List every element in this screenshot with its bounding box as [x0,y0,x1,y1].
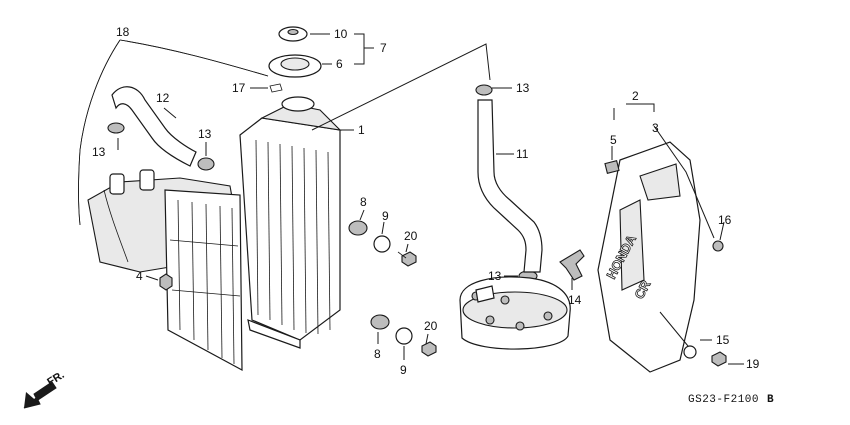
shroud-cushion [604,160,620,174]
callout-19: 19 [746,357,760,371]
callout-9-upper: 9 [382,209,389,223]
drawing-code: GS23-F2100 B [688,394,774,406]
callout-9-lower: 9 [400,363,407,377]
callout-4: 4 [136,269,143,283]
callout-13-upper-left: 13 [92,145,106,159]
grille-bolt [159,273,173,291]
callout-12: 12 [156,91,170,105]
callout-13-upper-right: 13 [516,81,530,95]
callout-20-lower: 20 [424,319,438,333]
callout-20-upper: 20 [404,229,418,243]
front-direction-indicator: FR. [23,369,67,409]
callout-5: 5 [610,133,617,147]
leader-lines [117,33,744,365]
hose-clamp-upper-right [475,84,493,96]
upper-hose [111,86,197,167]
hose-clip [559,249,585,281]
filler-neck [281,96,315,112]
callout-6: 6 [336,57,343,71]
hose-clamp-upper-left [107,122,125,134]
callout-13-mid: 13 [198,127,212,141]
mount-upper [348,220,417,267]
callout-7: 7 [380,41,387,55]
callout-10: 10 [334,27,348,41]
radiator-grille [164,189,243,372]
callout-2: 2 [632,89,639,103]
mount-lower [370,314,437,357]
cap-clip [269,83,283,93]
callout-18: 18 [116,25,130,39]
radiator-shroud: HONDA CR [597,141,701,373]
callout-8-upper: 8 [360,195,367,209]
cylinder-head [459,276,571,350]
hose-clamp-mid [197,157,215,171]
water-pump-spigot [109,173,125,195]
drawing-code-text: GS23-F2100 [688,394,759,406]
lower-hose [477,99,543,273]
cylinder-spigot [139,169,155,191]
callout-11: 11 [516,147,529,161]
shroud-bolt-19 [711,351,727,367]
shroud-collar-16 [712,240,724,252]
callout-13-lower-right: 13 [488,269,502,283]
callout-16: 16 [718,213,732,227]
shroud-collar-15 [683,345,697,359]
callout-15: 15 [716,333,730,347]
callout-8-lower: 8 [374,347,381,361]
callout-3: 3 [652,121,659,135]
callout-1: 1 [358,123,365,137]
drawing-code-suffix: B [767,394,774,406]
callout-labels: 18 10 7 6 17 12 1 13 13 13 11 4 8 9 20 8… [92,25,760,377]
callout-14: 14 [568,293,582,307]
radiator-core [239,103,342,349]
callout-17: 17 [232,81,246,95]
